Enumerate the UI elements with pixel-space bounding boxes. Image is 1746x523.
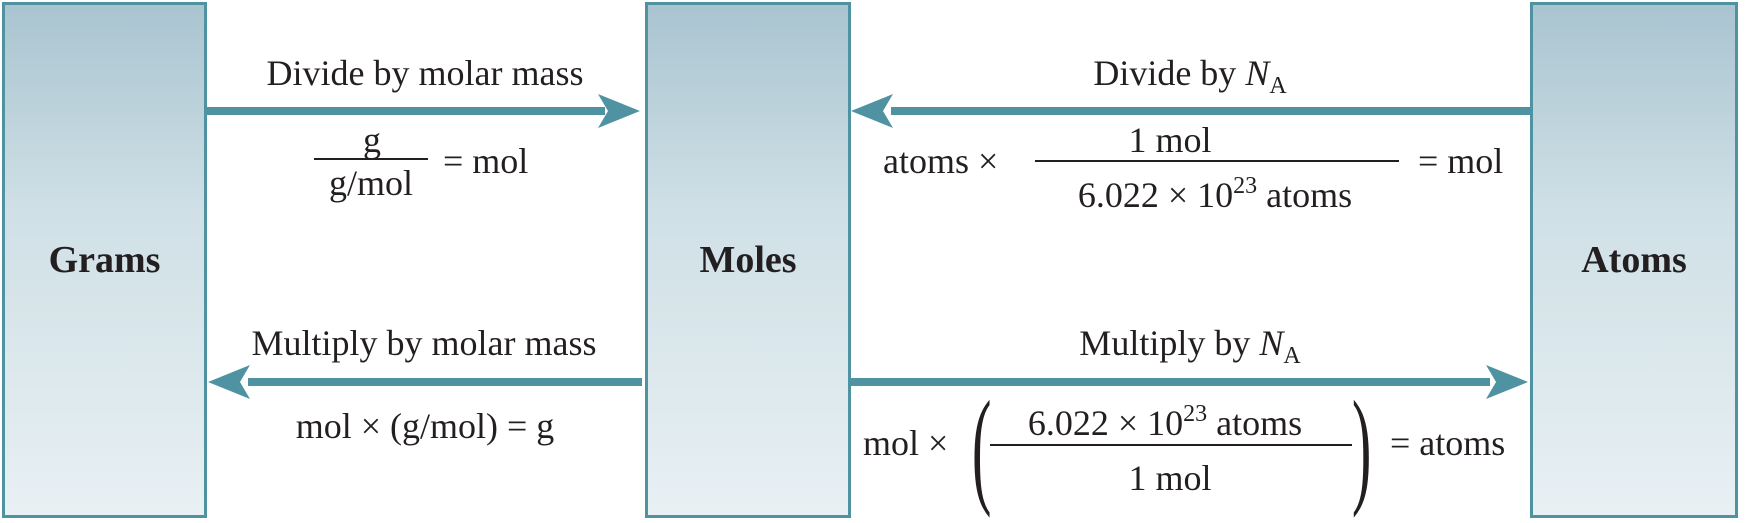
gtm-numerator: g (363, 120, 381, 160)
moles-label: Moles (699, 239, 797, 281)
mta-numerator: 6.022 × 1023 atoms (1027, 401, 1303, 443)
divide-na-label: Divide by NA (1093, 53, 1287, 99)
arrowhead-atoms-to-moles (851, 94, 893, 128)
atm-lhs: atoms × (883, 141, 999, 181)
gtm-fraction-bar (314, 158, 428, 160)
arrowhead-grams-to-moles (598, 94, 640, 128)
mta-fraction-bar (990, 444, 1352, 446)
atm-denominator: 6.022 × 1023 atoms (1077, 173, 1353, 215)
multiply-na-label: Multiply by NA (1079, 323, 1301, 369)
mta-lhs: mol × (863, 423, 949, 463)
right-parenthesis: ) (1351, 375, 1372, 519)
atoms-label: Atoms (1581, 239, 1687, 281)
atm-numerator: 1 mol (1128, 120, 1212, 160)
gtm-result: = mol (443, 141, 529, 181)
arrowhead-moles-to-atoms (1486, 365, 1528, 399)
atm-fraction-bar (1035, 160, 1399, 162)
grams-box: Grams (2, 2, 207, 518)
grams-label: Grams (48, 239, 161, 281)
multiply-molar-mass-label: Multiply by molar mass (251, 323, 597, 363)
left-parenthesis: ( (971, 375, 992, 519)
atm-result: = mol (1418, 141, 1504, 181)
mtg-equation: mol × (g/mol) = g (295, 406, 555, 446)
arrowhead-moles-to-grams (208, 365, 250, 399)
mta-denominator: 1 mol (1128, 458, 1212, 498)
gtm-denominator: g/mol (328, 163, 414, 203)
mta-result: = atoms (1390, 423, 1506, 463)
moles-box: Moles (645, 2, 851, 518)
atoms-box: Atoms (1530, 2, 1738, 518)
divide-molar-mass-label: Divide by molar mass (266, 53, 584, 93)
